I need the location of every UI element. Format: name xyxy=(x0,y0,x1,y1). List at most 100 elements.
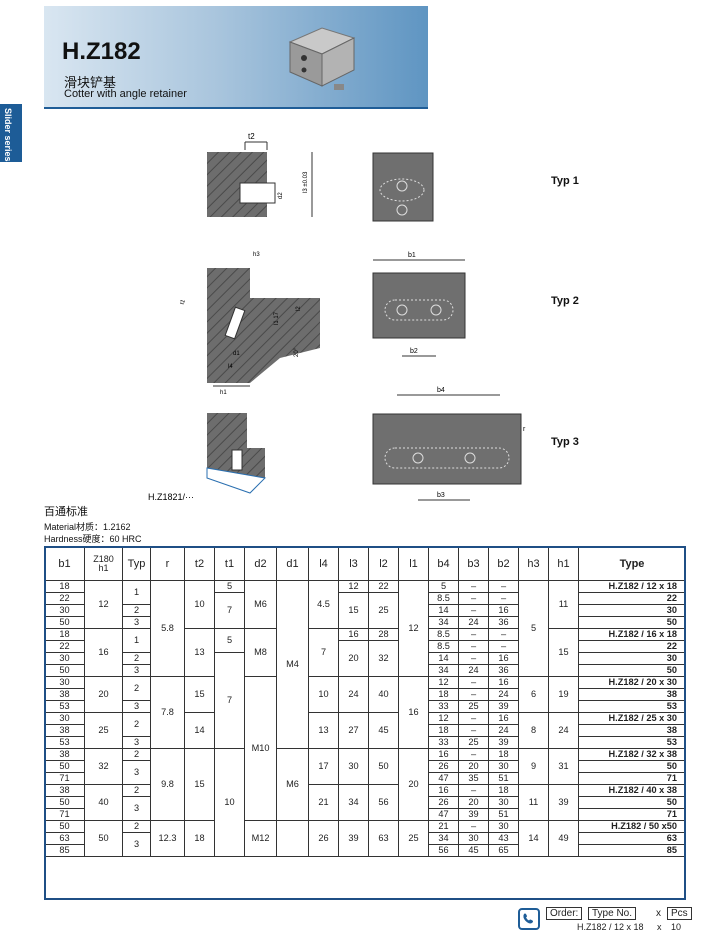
table-cell: 34 xyxy=(428,664,459,677)
table-cell: M8 xyxy=(244,628,277,677)
table-cell: 18 xyxy=(44,628,85,641)
table-cell: 3 xyxy=(122,616,151,629)
column-header: h1 xyxy=(548,546,579,581)
table-cell: – xyxy=(458,688,489,701)
table-cell: 7.8 xyxy=(150,676,185,749)
table-cell: 24 xyxy=(458,664,489,677)
table-cell: 50 xyxy=(84,820,123,857)
table-cell: 30 xyxy=(338,748,369,785)
table-cell: 2 xyxy=(122,748,151,761)
table-cell: 5 xyxy=(518,580,549,677)
table-cell: 25 xyxy=(458,700,489,713)
table-cell: 27 xyxy=(338,712,369,749)
table-cell: 22 xyxy=(368,580,399,593)
table-cell: 65 xyxy=(488,844,519,857)
table-cell: 10 xyxy=(214,748,245,857)
table-cell: – xyxy=(458,592,489,605)
column-header: t2 xyxy=(184,546,215,581)
table-cell: 3 xyxy=(122,832,151,857)
table-cell: 38 xyxy=(578,688,686,701)
table-cell: 45 xyxy=(368,712,399,749)
table-cell: 50 xyxy=(578,664,686,677)
table-cell: 2 xyxy=(122,604,151,617)
table-cell: 25 xyxy=(368,592,399,629)
table-cell: 24 xyxy=(458,616,489,629)
typ3-label: Typ 3 xyxy=(551,436,579,448)
table-cell: 28 xyxy=(368,628,399,641)
table-cell: 25 xyxy=(84,712,123,749)
column-header: Typ xyxy=(122,546,151,581)
header-banner: H.Z182 滑块铲基 Cotter with angle retainer xyxy=(44,6,428,109)
table-cell: 39 xyxy=(548,784,579,821)
table-cell: 1 xyxy=(122,628,151,653)
table-cell: 20 xyxy=(84,676,123,713)
table-cell: 85 xyxy=(44,844,85,857)
table-cell: 7 xyxy=(214,652,245,749)
table-cell: 34 xyxy=(428,616,459,629)
table-cell: 7 xyxy=(214,592,245,629)
table-cell: 20 xyxy=(458,796,489,809)
table-cell: – xyxy=(458,784,489,797)
table-cell: 3 xyxy=(122,664,151,677)
table-cell: 22 xyxy=(578,592,686,605)
table-cell: 15 xyxy=(184,676,215,713)
table-cell: 8.5 xyxy=(428,592,459,605)
table-cell: 15 xyxy=(548,628,579,677)
column-header: l3 xyxy=(338,546,369,581)
table-cell: 24 xyxy=(338,676,369,713)
table-cell: M10 xyxy=(244,676,277,821)
table-cell: 40 xyxy=(84,784,123,821)
table-cell: 14 xyxy=(428,604,459,617)
table-cell: 50 xyxy=(44,796,85,809)
table-cell: 17 xyxy=(308,748,339,785)
svg-text:d1: d1 xyxy=(233,351,240,357)
table-cell: H.Z182 / 50 x50 xyxy=(578,820,686,833)
table-cell: 16 xyxy=(428,784,459,797)
table-cell: 38 xyxy=(44,724,85,737)
table-cell: 53 xyxy=(578,736,686,749)
svg-text:b2: b2 xyxy=(410,348,418,355)
material-label: Material材质：1.2162 xyxy=(44,522,131,532)
column-header: b3 xyxy=(458,546,489,581)
table-cell: 14 xyxy=(428,652,459,665)
table-cell: – xyxy=(458,748,489,761)
table-cell: – xyxy=(458,580,489,593)
table-cell: 3 xyxy=(122,796,151,821)
table-cell: 38 xyxy=(44,748,85,761)
table-cell: 9 xyxy=(518,748,549,785)
table-cell: 24 xyxy=(488,688,519,701)
table-cell: – xyxy=(488,592,519,605)
table-cell: 11 xyxy=(548,580,579,629)
table-cell: 39 xyxy=(458,808,489,821)
svg-text:b3: b3 xyxy=(437,492,445,499)
table-cell: 16 xyxy=(338,628,369,641)
table-cell: – xyxy=(458,724,489,737)
table-cell: 63 xyxy=(578,832,686,845)
table-cell: – xyxy=(458,652,489,665)
table-cell: – xyxy=(488,628,519,641)
table-cell: 22 xyxy=(44,592,85,605)
table-cell: 49 xyxy=(548,820,579,857)
table-cell: 5 xyxy=(214,580,245,593)
table-cell: 50 xyxy=(44,820,85,833)
table-cell: 30 xyxy=(488,820,519,833)
svg-text:l3 ±0.03: l3 ±0.03 xyxy=(303,171,309,193)
table-cell: 50 xyxy=(578,616,686,629)
table-cell: 21 xyxy=(428,820,459,833)
table-cell: 18 xyxy=(44,580,85,593)
table-cell: 51 xyxy=(488,772,519,785)
table-cell: 3 xyxy=(122,760,151,785)
table-cell: 25 xyxy=(458,736,489,749)
table-cell: 53 xyxy=(44,736,85,749)
table-cell: 38 xyxy=(578,724,686,737)
table-cell: 47 xyxy=(428,772,459,785)
table-cell: 35 xyxy=(458,772,489,785)
table-cell: 63 xyxy=(368,820,399,857)
table-cell: 20 xyxy=(458,760,489,773)
table-cell: 15 xyxy=(338,592,369,629)
table-cell: H.Z182 / 16 x 18 xyxy=(578,628,686,641)
